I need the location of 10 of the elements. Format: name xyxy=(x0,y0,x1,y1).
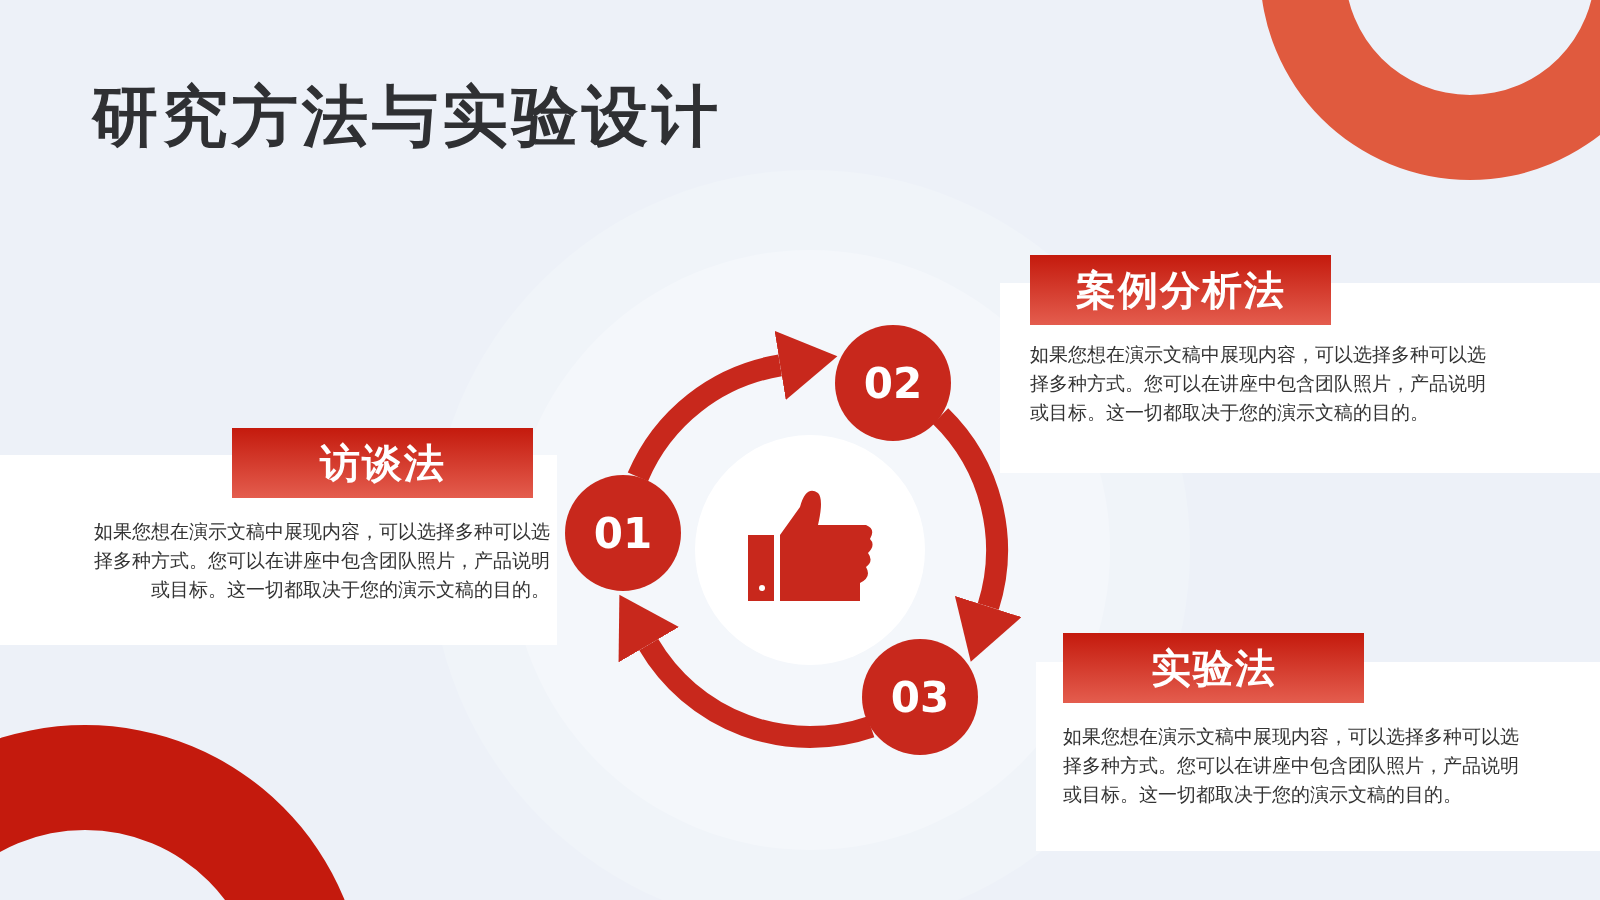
curved-arrow xyxy=(932,408,1023,663)
heading-banner: 案例分析法 xyxy=(1030,255,1331,325)
heading-banner: 实验法 xyxy=(1063,633,1364,703)
curved-arrow xyxy=(616,596,874,748)
curved-arrow xyxy=(628,331,837,482)
slide-title: 研究方法与实验设计 xyxy=(92,77,722,157)
description-text: 如果您想在演示文稿中展现内容，可以选择多种可以选择多种方式。您可以在讲座中包含团队照片，产品说明或目标。这一切都取决于您的演示文稿的目的。 xyxy=(93,520,550,602)
description-text: 如果您想在演示文稿中展现内容，可以选择多种可以选择多种方式。您可以在讲座中包含团队照片，产品说明或目标。这一切都取决于您的演示文稿的目的。 xyxy=(1030,343,1487,425)
description-text: 如果您想在演示文稿中展现内容，可以选择多种可以选择多种方式。您可以在讲座中包含团队照片，产品说明或目标。这一切都取决于您的演示文稿的目的。 xyxy=(1063,725,1520,807)
heading-banner: 访谈法 xyxy=(232,428,533,498)
